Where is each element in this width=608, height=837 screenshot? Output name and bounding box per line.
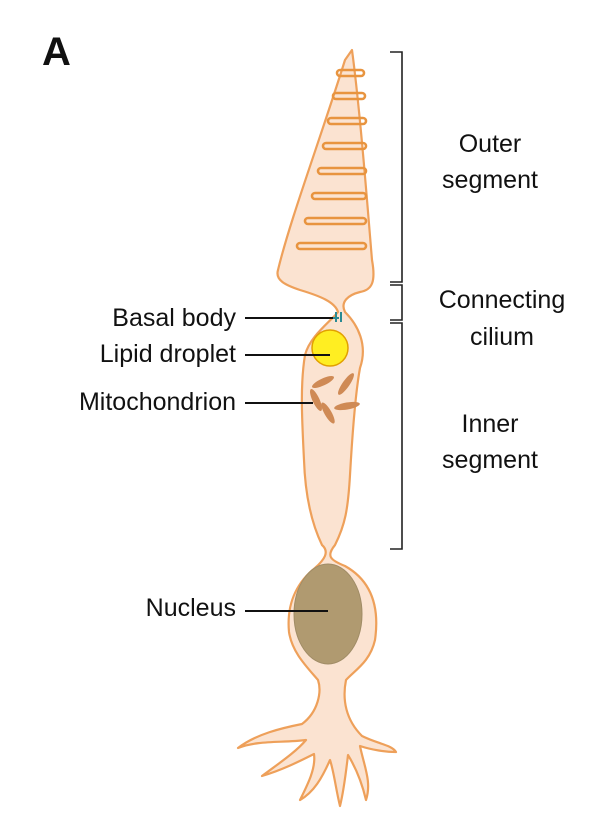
inner-segment-label-line1: Inner	[462, 410, 519, 438]
inner-segment-label-line2: segment	[442, 446, 538, 474]
membrane-disc	[335, 68, 366, 78]
basal-body-label: Basal body	[112, 304, 236, 332]
mitochondrion	[334, 401, 360, 411]
mitochondrion-label: Mitochondrion	[79, 388, 236, 416]
connecting-cilium-bracket	[390, 284, 403, 321]
nucleus-label: Nucleus	[146, 594, 236, 622]
mitochondrion	[310, 389, 322, 411]
basal-body	[333, 312, 342, 322]
outer-segment-label-line1: Outer	[459, 130, 522, 158]
outer-segment-label-line2: segment	[442, 166, 538, 194]
membrane-disc	[303, 216, 368, 226]
membrane-disc	[310, 191, 368, 201]
membrane-disc	[331, 91, 367, 101]
membrane-disc	[321, 141, 368, 151]
connecting-cilium-label-line1: Connecting	[439, 286, 565, 314]
inner-segment-bracket	[390, 322, 403, 550]
lipid-droplet	[311, 329, 349, 367]
photoreceptor-cell-outline	[236, 48, 398, 808]
nucleus-shape	[293, 563, 363, 665]
membrane-disc	[316, 166, 368, 176]
mitochondrion	[338, 373, 354, 395]
membrane-disc	[295, 241, 368, 251]
outer-segment-bracket	[390, 51, 403, 283]
membrane-disc	[326, 116, 368, 126]
connecting-cilium-label-line2: cilium	[470, 323, 534, 351]
mitochondrion	[321, 402, 335, 424]
mitochondrion	[312, 376, 334, 388]
lipid-droplet-label: Lipid droplet	[100, 340, 236, 368]
outer-segment-discs	[295, 68, 368, 251]
panel-letter: A	[42, 30, 71, 74]
mitochondria	[310, 373, 360, 424]
